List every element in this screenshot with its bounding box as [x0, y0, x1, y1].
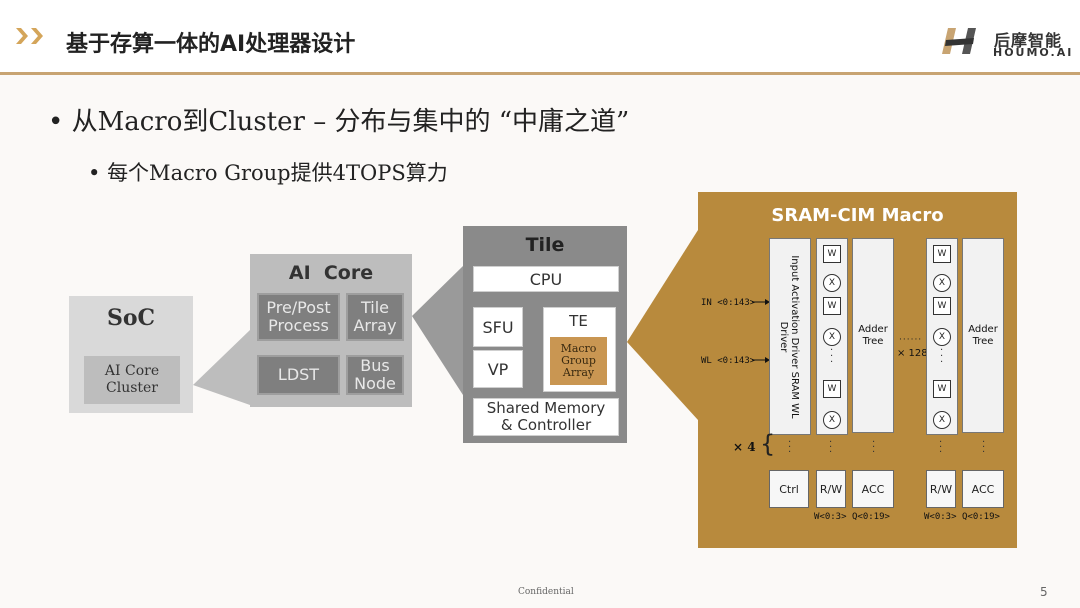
- tile-array-cell: Tile Array: [346, 293, 404, 341]
- weight-cell: W: [823, 297, 841, 315]
- shared-memory-controller: Shared Memory & Controller: [473, 398, 619, 436]
- repeat-4-label: × 4: [733, 440, 756, 454]
- vertical-ellipsis: ···: [940, 345, 944, 368]
- weight-cell: W: [933, 297, 951, 315]
- repeat-128-label: × 128: [897, 348, 928, 359]
- w-bus-label: W<0:3>: [924, 512, 957, 522]
- page-number: 5: [1040, 585, 1048, 599]
- multiply-icon: X: [933, 274, 951, 292]
- te-label: TE: [569, 312, 588, 330]
- vertical-ellipsis: ···: [939, 437, 943, 458]
- vertical-ellipsis: ···: [982, 437, 986, 458]
- macro-group-array: Macro Group Array: [550, 337, 607, 385]
- confidential-label: Confidential: [518, 587, 574, 597]
- multiply-icon: X: [823, 274, 841, 292]
- brace-icon: {: [760, 430, 776, 458]
- acc-block-2: ACC: [962, 470, 1004, 508]
- q-bus-label: Q<0:19>: [852, 512, 890, 522]
- houmo-logo-icon: [942, 28, 976, 54]
- multiply-icon: X: [823, 328, 841, 346]
- multiply-icon: X: [823, 411, 841, 429]
- vertical-ellipsis: ···: [788, 437, 792, 458]
- adder-tree-2: Adder Tree: [962, 238, 1004, 433]
- wl-signal-label: WL <0:143>: [701, 356, 756, 366]
- bus-node-cell: Bus Node: [346, 355, 404, 395]
- ai-core-title: AI Core: [288, 262, 374, 284]
- weight-cell: W: [823, 245, 841, 263]
- multiply-icon: X: [933, 411, 951, 429]
- w-bus-label: W<0:3>: [814, 512, 847, 522]
- chevron-right-icon: [31, 28, 43, 44]
- driver-column: [769, 238, 811, 435]
- ctrl-block: Ctrl: [769, 470, 809, 508]
- vertical-ellipsis: ···: [829, 437, 833, 458]
- header-divider: [0, 72, 1080, 75]
- rw-block-2: R/W: [926, 470, 956, 508]
- weight-cell: W: [933, 245, 951, 263]
- bullet-sub-text: 每个Macro Group提供4TOPS算力: [107, 161, 448, 185]
- slide-title: 基于存算一体的AI处理器设计: [66, 32, 356, 57]
- vp-cell: VP: [473, 350, 523, 388]
- acc-block-1: ACC: [852, 470, 894, 508]
- q-bus-label: Q<0:19>: [962, 512, 1000, 522]
- rw-block-1: R/W: [816, 470, 846, 508]
- dots-separator: ······: [899, 335, 923, 345]
- vertical-ellipsis: ···: [830, 345, 834, 368]
- ai-core-cluster: AI Core Cluster: [84, 356, 180, 404]
- driver-label: Input Activation Driver SRAM WL Driver: [778, 255, 800, 419]
- logo-subtitle: HOUMO.AI: [993, 46, 1074, 59]
- weight-cell: W: [823, 380, 841, 398]
- cpu-cell: CPU: [473, 266, 619, 292]
- bullet-main: • 从Macro到Cluster – 分布与集中的 “中庸之道”: [48, 107, 630, 137]
- weight-cell: W: [933, 380, 951, 398]
- adder-tree-1: Adder Tree: [852, 238, 894, 433]
- ldst-cell: LDST: [257, 355, 340, 395]
- in-signal-label: IN <0:143>: [701, 298, 756, 308]
- multiply-icon: X: [933, 328, 951, 346]
- tile-title: Tile: [525, 234, 565, 256]
- cim-title: SRAM-CIM Macro: [771, 204, 944, 226]
- soc-title: SoC: [106, 305, 156, 331]
- chevron-right-icon: [16, 28, 28, 44]
- bullet-main-text: 从Macro到Cluster – 分布与集中的 “中庸之道”: [71, 107, 630, 137]
- sfu-cell: SFU: [473, 307, 523, 347]
- logo-name: 后摩智能: [994, 31, 1063, 50]
- slide-header: [0, 0, 1080, 72]
- signal-arrows: [752, 299, 770, 363]
- pre-post-process-cell: Pre/Post Process: [257, 293, 340, 341]
- bullet-sub: • 每个Macro Group提供4TOPS算力: [88, 161, 448, 185]
- vertical-ellipsis: ···: [872, 437, 876, 458]
